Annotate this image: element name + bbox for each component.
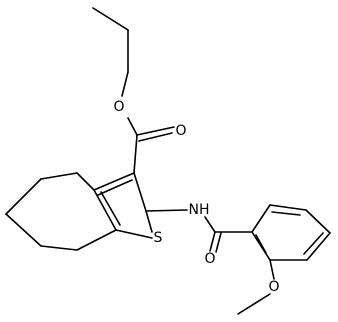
ester-carbonyl-double-bond <box>138 132 173 142</box>
thiophene-bond <box>133 172 147 212</box>
amide-carbonyl-double-bond <box>215 232 222 253</box>
benzene-bond <box>251 231 271 261</box>
ester-carbonyl-bond <box>136 126 175 136</box>
cycloheptane-bond <box>76 229 117 251</box>
amide-carbonyl-bond <box>209 231 216 252</box>
benzene-bond <box>306 232 331 261</box>
ester-o-c-bond <box>127 117 138 136</box>
benzene-bond <box>251 204 271 233</box>
atom-label-layer: O O S NH O O <box>113 99 279 295</box>
thiophene-double-bond <box>97 179 133 196</box>
benzene-bond <box>305 209 331 234</box>
cycloheptane-bond <box>40 245 78 251</box>
thiophene-bond <box>93 189 117 231</box>
propyl-o-bond <box>121 71 129 97</box>
methoxy-oxygen-label: O <box>268 279 279 295</box>
benzene-double-bond <box>271 211 301 216</box>
bond-layer <box>5 7 331 315</box>
amide-nh-label: NH <box>189 202 210 218</box>
ester-oxygen-label: O <box>113 99 124 115</box>
thiophene-bond <box>145 210 153 233</box>
benzene-double-bond <box>255 234 267 254</box>
benzene-double-bond <box>303 232 324 255</box>
methoxy-bond <box>269 259 275 280</box>
ester-ring-bond <box>133 134 138 174</box>
cycloheptane-bond <box>40 172 78 180</box>
thiophene-sulfur-label: S <box>154 230 163 246</box>
propyl-bond <box>92 7 129 31</box>
thiophene-bond <box>115 229 153 239</box>
thiophene-bond <box>93 172 135 191</box>
amide-c-n-bond <box>204 216 216 233</box>
methoxy-methyl-bond <box>237 293 271 315</box>
thiophene-double-bond <box>100 191 121 226</box>
amide-carbonyl-oxygen-label: O <box>204 251 215 267</box>
amide-n-bond <box>145 209 188 212</box>
benzene-bond <box>269 204 307 211</box>
cycloheptane-bond <box>76 172 95 191</box>
cycloheptane-bond <box>5 213 42 247</box>
ester-carbonyl-oxygen-label: O <box>175 123 186 139</box>
cycloheptane-bond <box>5 178 42 215</box>
